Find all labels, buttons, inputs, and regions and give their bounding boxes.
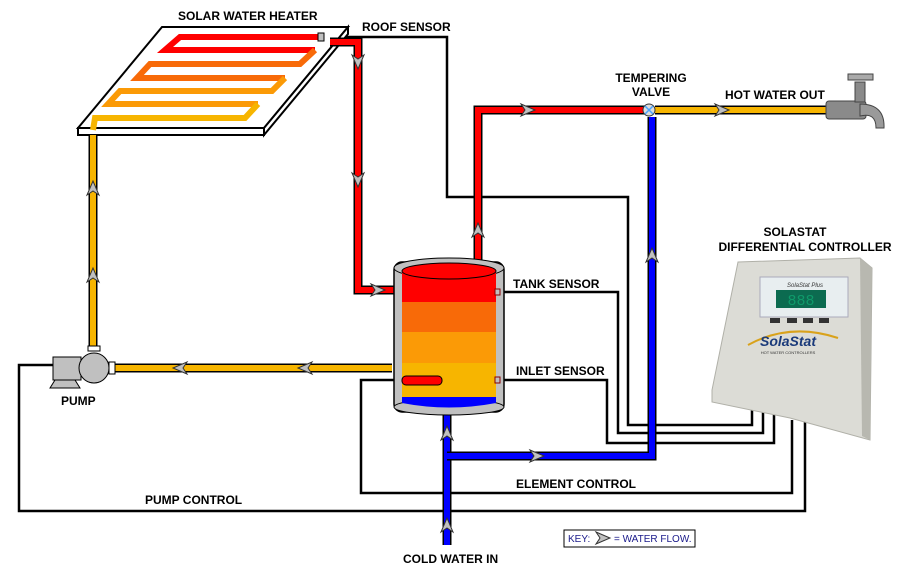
element-control-wire (359, 378, 794, 495)
roof-sensor-wire (322, 35, 754, 427)
label-roof-sensor: ROOF SENSOR (362, 20, 451, 34)
roof-sensor-icon (317, 32, 325, 42)
key-description: = WATER FLOW. (614, 534, 692, 545)
key-label: KEY: (568, 534, 590, 545)
wires (17, 35, 807, 513)
inlet-sensor-icon (494, 376, 501, 384)
tempering-valve-icon (642, 103, 656, 117)
display-digits: 888 (787, 293, 814, 310)
label-controller-line2: DIFFERENTIAL CONTROLLER (718, 240, 891, 254)
label-pump: PUMP (61, 394, 96, 408)
controller-button[interactable] (787, 318, 797, 323)
label-tank-sensor: TANK SENSOR (513, 277, 600, 291)
controller-display (776, 290, 826, 308)
inlet-sensor-wire (500, 378, 776, 445)
solar-panel (75, 24, 351, 138)
controller-model: SolaStat Plus (787, 283, 823, 289)
label-pump-control: PUMP CONTROL (145, 493, 242, 507)
tank-sensor-icon (494, 288, 501, 296)
label-hot-water-out: HOT WATER OUT (725, 88, 825, 102)
controller-button[interactable] (770, 318, 780, 323)
controller-tagline: HOT WATER CONTROLLERS (761, 350, 816, 355)
solastat-controller: 888 SolaStat Plus SolaStat HOT WATER CON… (711, 257, 873, 441)
heating-element (401, 375, 443, 386)
label-cold-water-in: COLD WATER IN (403, 552, 498, 565)
label-tempering-valve-line2: VALVE (632, 85, 670, 99)
controller-button[interactable] (803, 318, 813, 323)
tank-sensor-wire (500, 290, 765, 435)
controller-brand-logo: SolaStat (760, 333, 817, 349)
label-tempering-valve-line1: TEMPERING (615, 71, 686, 85)
pump-icon (49, 345, 116, 389)
hot-water-tank (393, 257, 505, 416)
label-inlet-sensor: INLET SENSOR (516, 364, 605, 378)
label-solar-water-heater: SOLAR WATER HEATER (178, 9, 318, 23)
tap-icon (825, 73, 885, 129)
controller-button[interactable] (819, 318, 829, 323)
label-controller-line1: SOLASTAT (764, 225, 828, 239)
pipes (88, 37, 830, 545)
label-element-control: ELEMENT CONTROL (516, 477, 636, 491)
legend-key: KEY: = WATER FLOW. (563, 529, 696, 548)
pump-control-wire (17, 363, 807, 513)
